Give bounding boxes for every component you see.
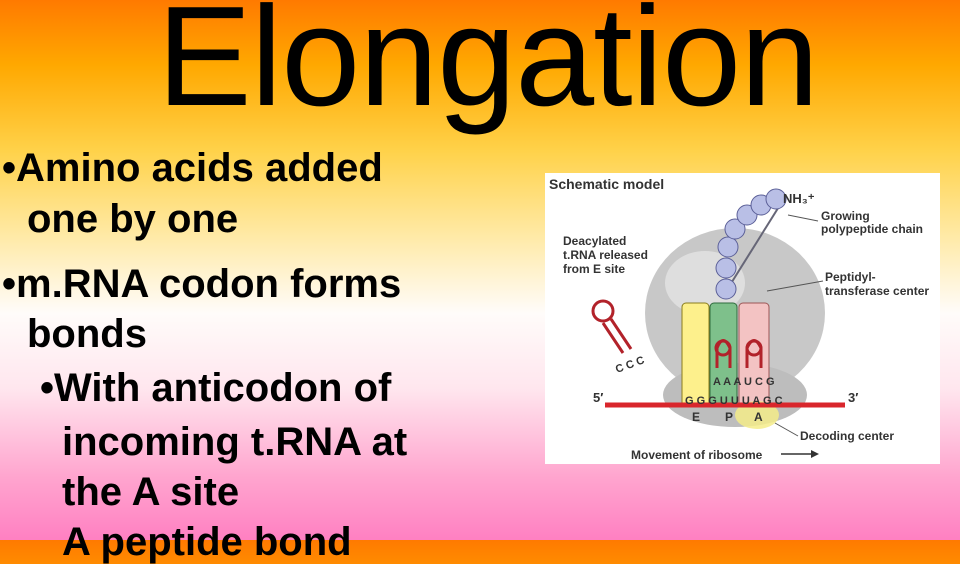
anticodon-letters: A A A U C G xyxy=(713,376,775,388)
bullet-1: •Amino acids added xyxy=(2,146,383,190)
bullet-marker: • xyxy=(2,146,17,190)
label-deacylated-line1: Deacylated xyxy=(563,234,626,248)
label-peptidyl-line1: Peptidyl- xyxy=(825,270,876,284)
ribosome-diagram: Schematic model NH₃⁺ C C C 5′ 3′ xyxy=(549,176,929,462)
trna-loop-a-head xyxy=(745,339,763,357)
figure-heading: Schematic model xyxy=(549,176,664,192)
sub-bullet-1: •With anticodon of xyxy=(40,366,391,410)
slide-title: Elongation xyxy=(157,0,819,136)
amino-acid-bead xyxy=(717,236,739,258)
bullet-1-line-1: Amino acids added xyxy=(16,146,383,190)
sub-bullet-1-line-3: the A site xyxy=(62,470,240,514)
bullet-2-line-1: m.RNA codon forms xyxy=(16,262,402,306)
nh3-label: NH₃⁺ xyxy=(783,191,815,206)
amino-acid-bead xyxy=(715,278,737,300)
departing-trna-loop xyxy=(591,299,615,323)
label-decoding-center: Decoding center xyxy=(800,429,894,443)
leader-decoding xyxy=(774,422,799,437)
amino-acid-bead xyxy=(715,257,737,279)
bullet-marker: • xyxy=(2,262,17,306)
leader-growing xyxy=(787,214,819,222)
bullet-2: •m.RNA codon forms xyxy=(2,262,401,306)
site-p-label: P xyxy=(725,410,733,424)
bullet-partial-cutoff: A peptide bond xyxy=(62,520,352,564)
label-growing-line1: Growing xyxy=(821,209,870,223)
bullet-1-line-2: one by one xyxy=(27,197,239,241)
movement-arrow-head xyxy=(811,450,819,458)
label-movement: Movement of ribosome xyxy=(631,448,763,462)
label-growing-line2: polypeptide chain xyxy=(821,222,923,236)
label-deacylated-line2: t.RNA released xyxy=(563,248,648,262)
label-deacylated-line3: from E site xyxy=(563,262,625,276)
bullet-marker: • xyxy=(40,366,55,410)
departing-trna-stem xyxy=(601,318,633,354)
amino-acid-bead xyxy=(765,188,787,210)
label-peptidyl-line2: transferase center xyxy=(825,284,929,298)
codon-letters: G G G U U U A G C xyxy=(685,395,783,407)
bullet-2-line-2: bonds xyxy=(27,312,147,356)
ribosome-schematic-figure: Schematic model NH₃⁺ C C C 5′ 3′ xyxy=(545,173,940,464)
leader-peptidyl xyxy=(766,280,824,292)
sub-bullet-1-line-2: incoming t.RNA at xyxy=(62,420,408,464)
chain-backbone xyxy=(724,196,786,294)
trna-e-site xyxy=(681,302,710,408)
amino-acid-bead xyxy=(724,218,746,240)
bullet-list: •Amino acids added one by one •m.RNA cod… xyxy=(2,146,408,564)
trna-loop-p-head xyxy=(714,339,732,357)
sub-bullet-1-line-1: With anticodon of xyxy=(54,366,392,410)
three-prime-label: 3′ xyxy=(848,390,858,405)
ccc-label: C C C xyxy=(614,354,646,376)
five-prime-label: 5′ xyxy=(593,390,603,405)
site-a-label: A xyxy=(754,410,763,424)
site-e-label: E xyxy=(692,410,700,424)
decoding-center-highlight xyxy=(735,401,779,429)
